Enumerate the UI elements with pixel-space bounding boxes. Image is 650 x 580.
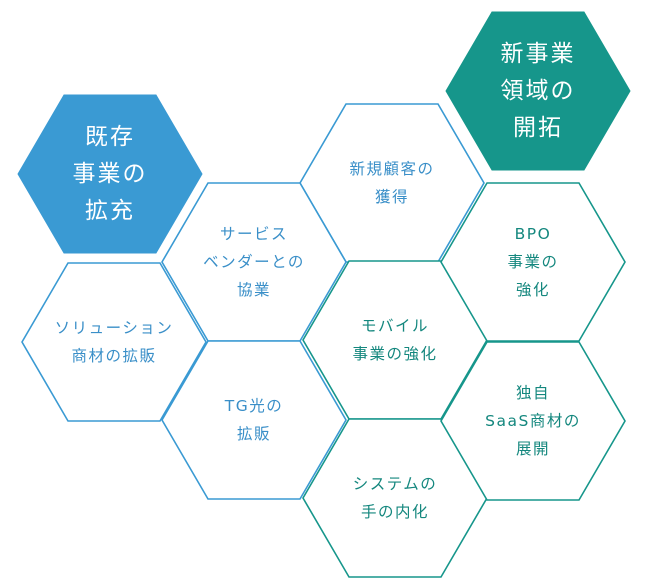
hex-solution-label: 商材の拡販	[71, 347, 156, 365]
hex-system-label: 手の内化	[361, 503, 429, 521]
hex-new-label: 開拓	[513, 115, 563, 141]
hex-mobile-label: 事業の強化	[352, 345, 437, 363]
hex-bpo: BPO 事業の強化	[440, 182, 626, 342]
hex-acquire-label: 獲得	[375, 188, 409, 206]
hex-system-label: システムの	[353, 475, 438, 493]
hex-bpo-label: BPO	[515, 225, 552, 243]
hex-solution-label: ソリューション	[55, 319, 174, 337]
hex-vendor-label: 協業	[237, 281, 271, 299]
hex-saas-label: SaaS商材の	[485, 412, 581, 430]
hex-existing-shape	[17, 94, 203, 254]
hex-new-shape	[445, 11, 631, 171]
hex-saas-label: 独自	[516, 384, 550, 402]
hex-new-label: 新事業	[501, 41, 576, 67]
hex-vendor-label: ベンダーとの	[203, 253, 305, 271]
hex-existing-label: 事業の	[73, 161, 148, 187]
hex-saas-label: 展開	[516, 440, 550, 458]
hex-bpo-label: 強化	[516, 281, 550, 299]
hex-solution-shape	[21, 262, 207, 422]
hex-new-label: 領域の	[501, 78, 576, 104]
hex-acquire-label: 新規顧客の	[349, 160, 434, 178]
hex-existing-label: 既存	[85, 124, 135, 150]
hex-tg-label: 拡販	[237, 425, 271, 443]
hex-tg-shape	[161, 340, 347, 500]
hex-existing-label: 拡充	[85, 198, 135, 224]
hex-vendor-label: サービス	[220, 225, 288, 243]
hex-tg-label: TG光の	[224, 397, 283, 415]
hex-saas-shape	[440, 341, 626, 501]
hex-bpo-label: 事業の	[507, 253, 558, 271]
hex-mobile-label: モバイル	[361, 317, 429, 335]
hex-bpo-shape	[440, 182, 626, 342]
